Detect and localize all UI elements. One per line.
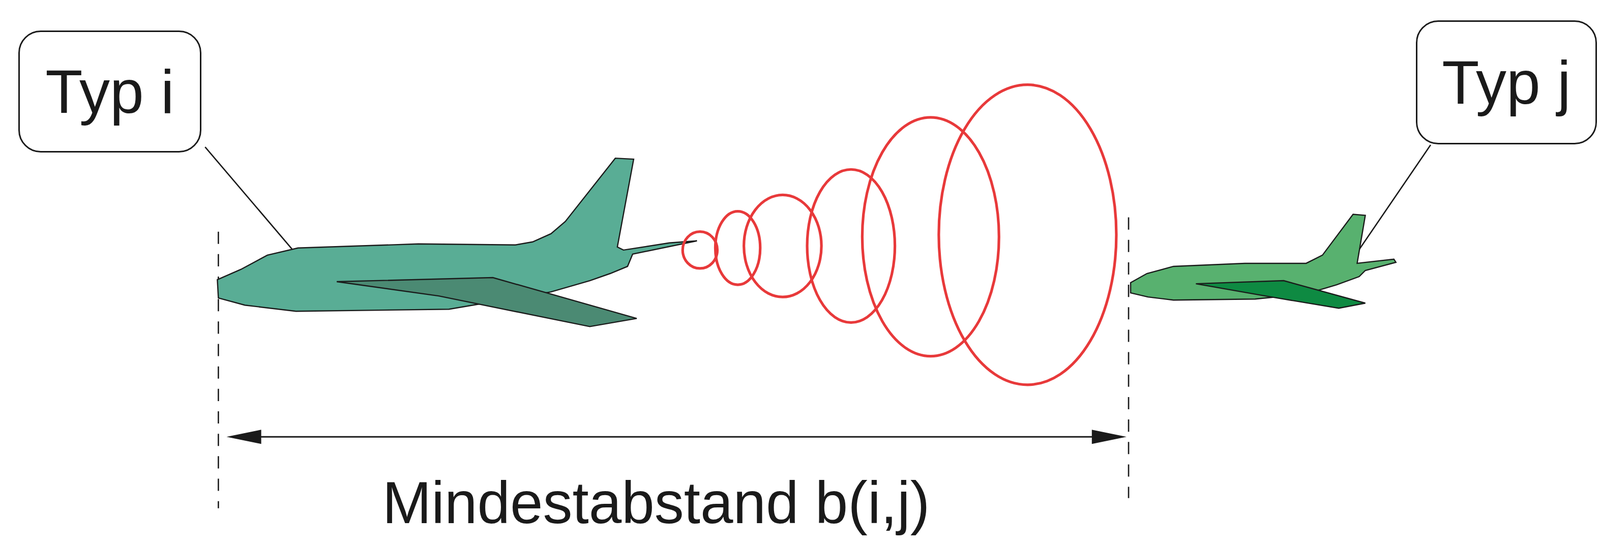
leader-line: [1357, 144, 1431, 252]
aircraft-wing: [1195, 280, 1366, 309]
type-label: Typ i: [45, 57, 174, 126]
type-box: Typ j: [1415, 20, 1597, 145]
aircraft-wing: [336, 277, 637, 327]
type-box: Typ i: [18, 30, 202, 153]
wake-vortex: [682, 84, 1117, 385]
dimension-line: [245, 436, 1111, 438]
distance-label: Mindestabstand b(i,j): [382, 470, 931, 537]
reference-line: [217, 231, 220, 509]
arrowhead: [226, 429, 261, 444]
type-label: Typ j: [1441, 48, 1571, 116]
reference-line: [1128, 217, 1130, 499]
arrowhead: [1091, 429, 1127, 444]
